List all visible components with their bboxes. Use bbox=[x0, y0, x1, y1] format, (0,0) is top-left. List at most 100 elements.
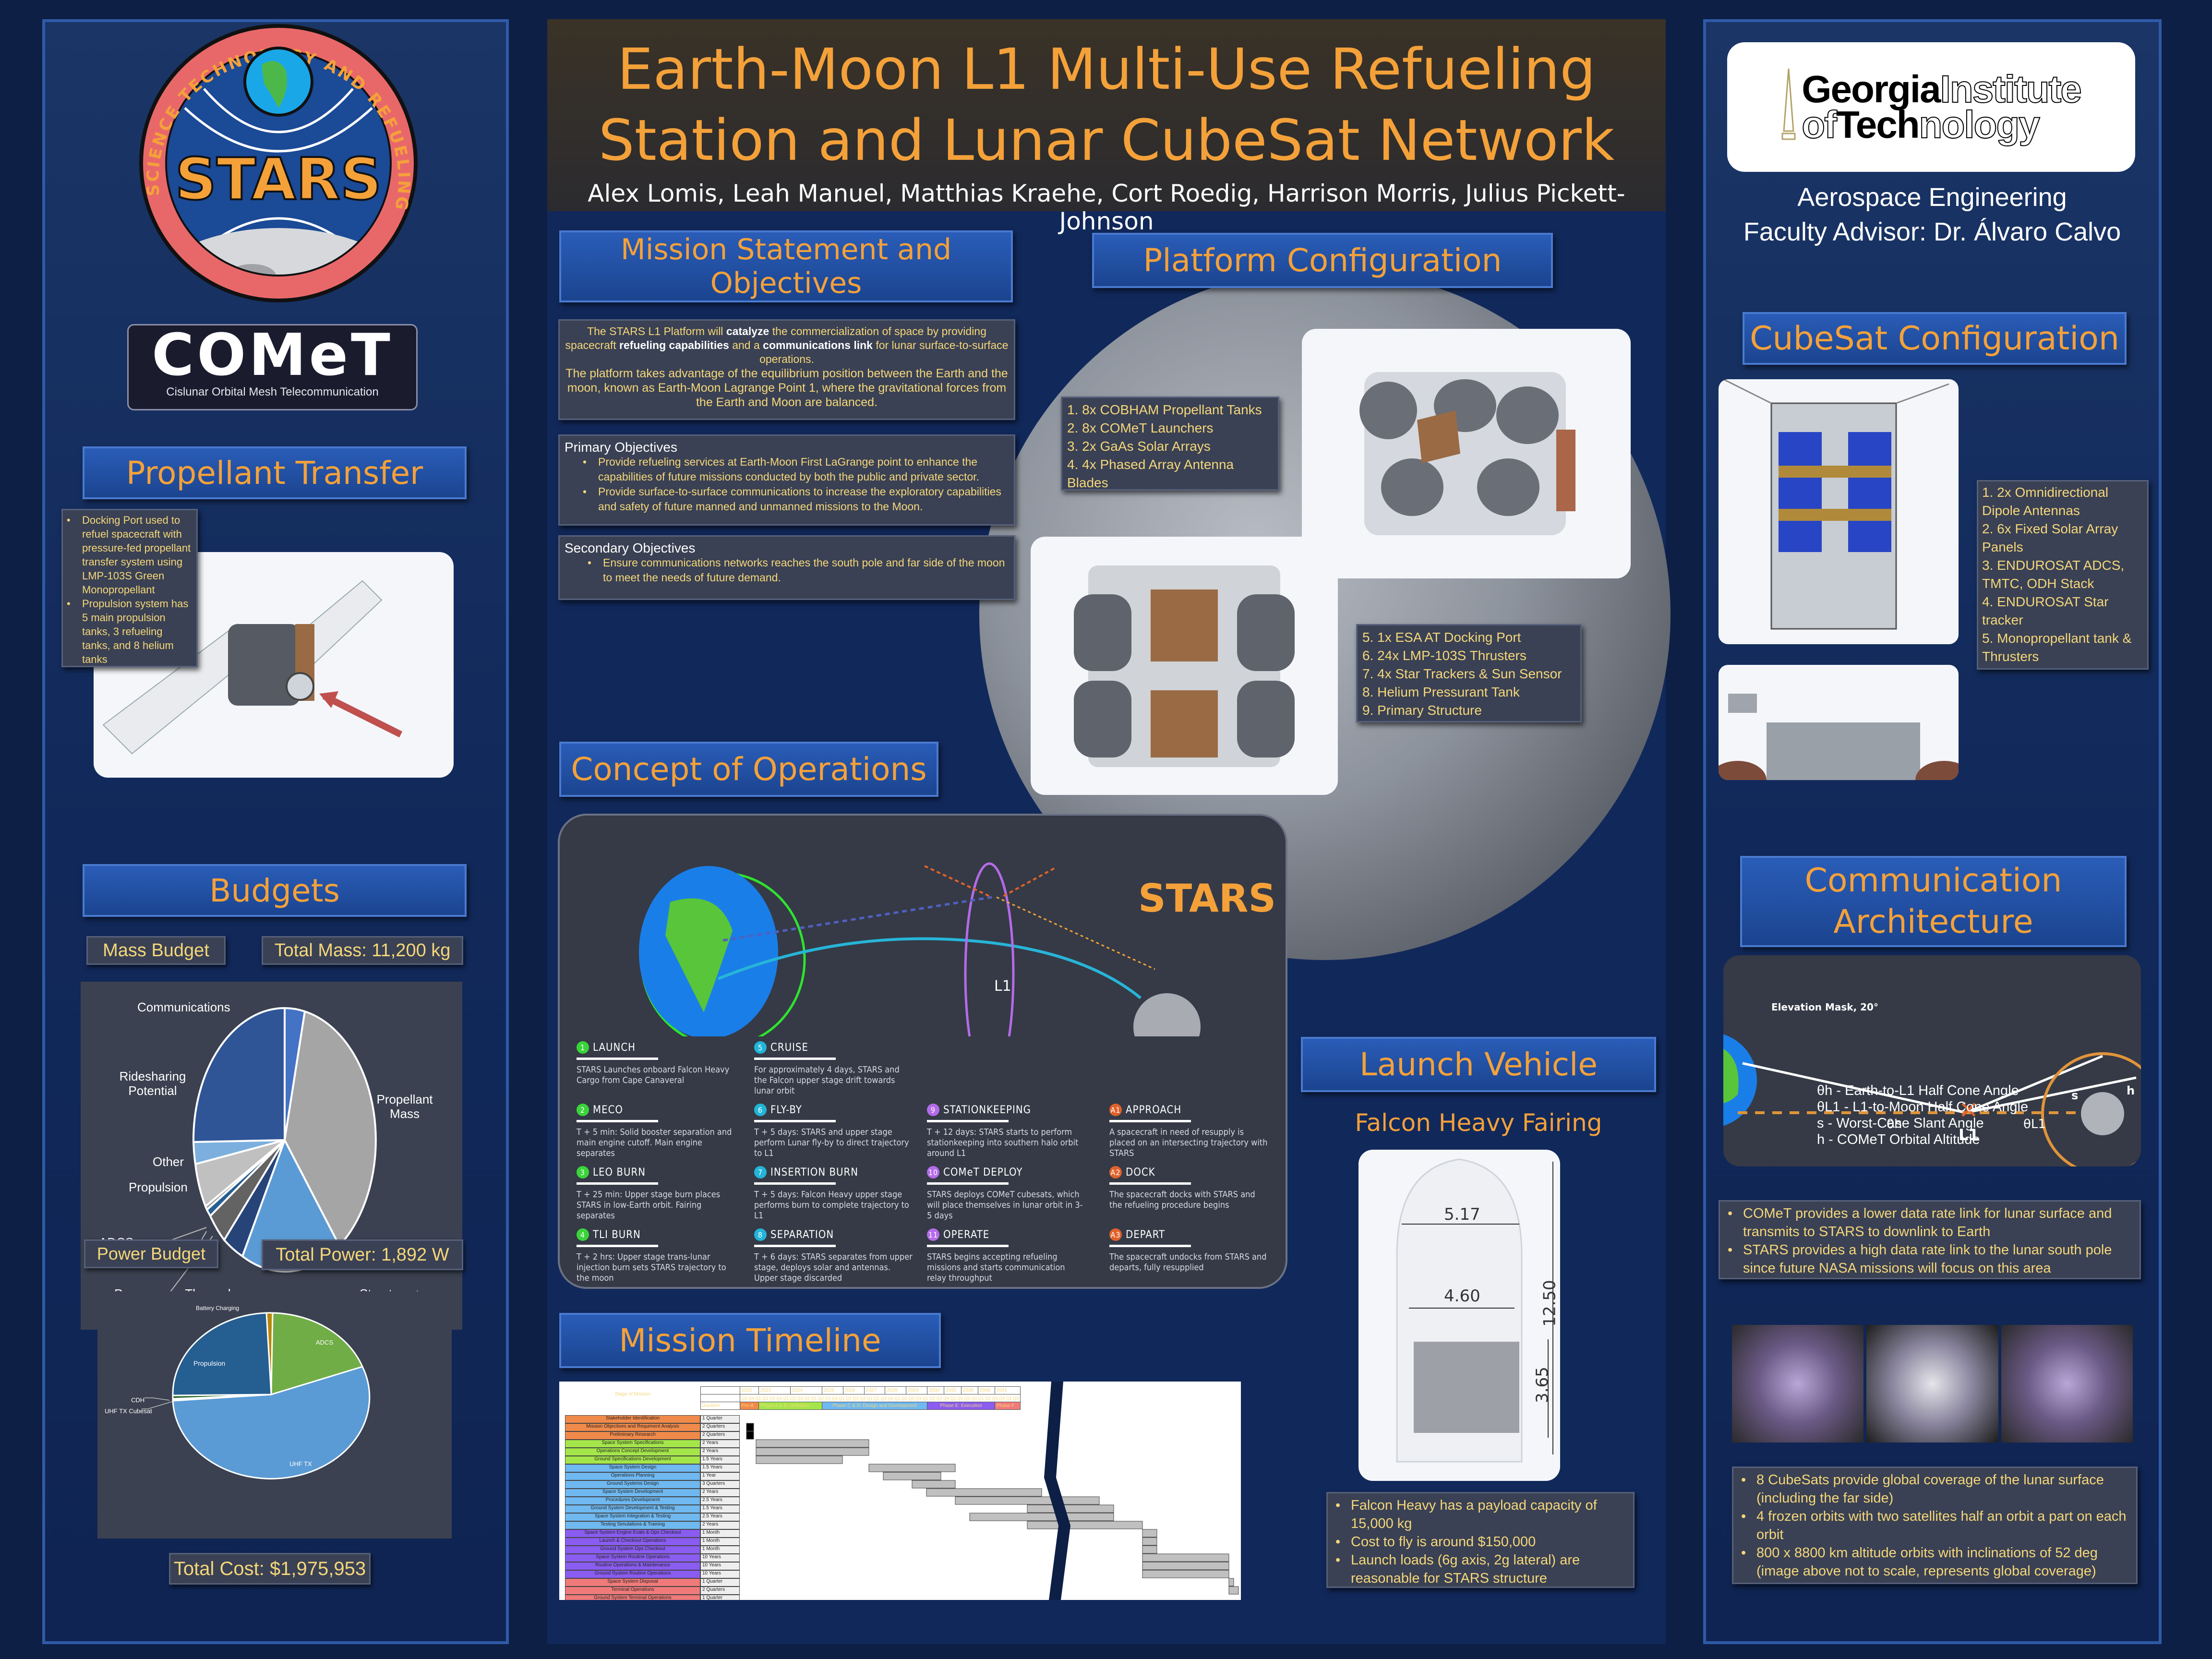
power-label-adcs: ADCS bbox=[316, 1339, 334, 1346]
concept-of-operations-header: Concept of Operations bbox=[559, 742, 938, 797]
platform-render-top bbox=[1302, 329, 1631, 578]
step-number-badge: 1 bbox=[577, 1041, 589, 1054]
h-label: h bbox=[2127, 1084, 2135, 1097]
total-mass-badge: Total Mass: 11,200 kg bbox=[262, 936, 463, 965]
cubesat-list-item: 2. 6x Fixed Solar Array Panels bbox=[1982, 521, 2118, 554]
platform-list-b: 5. 1x ESA AT Docking Port 6. 24x LMP-103… bbox=[1356, 624, 1582, 722]
mission-timeline-header: Mission Timeline bbox=[559, 1313, 941, 1368]
step-number-badge: 9 bbox=[927, 1104, 939, 1116]
coverage-notes: 8 CubeSats provide global coverage of th… bbox=[1732, 1467, 2138, 1584]
cubesat-render-detail bbox=[1719, 665, 1959, 780]
step-number-badge: 7 bbox=[754, 1166, 767, 1178]
gantt-stage: Ground System Ops Checkout bbox=[565, 1546, 700, 1554]
cubesat-list-item: 1. 2x Omnidirectional Dipole Antennas bbox=[1982, 485, 2109, 518]
timeline-break-marker bbox=[1044, 1382, 1070, 1600]
gantt-duration: 2 Years bbox=[700, 1521, 740, 1529]
phase-e: Phase E: Execution bbox=[927, 1402, 995, 1410]
svg-text:✕: ✕ bbox=[1959, 1096, 1979, 1124]
gantt-stage: Operations Planning bbox=[565, 1472, 700, 1480]
gantt-duration: 1 Month bbox=[700, 1546, 740, 1554]
gantt-stage: Space System Integration & Testing bbox=[565, 1513, 700, 1521]
platform-list-item: 3. 2x GaAs Solar Arrays bbox=[1067, 439, 1211, 454]
platform-list-item: 1. 8x COBHAM Propellant Tanks bbox=[1067, 402, 1262, 417]
orbit-render-1 bbox=[1732, 1325, 1864, 1443]
launch-note: Falcon Heavy has a payload capacity of 1… bbox=[1332, 1496, 1629, 1533]
gantt-stage: Routine Operations & Maintenance bbox=[565, 1562, 700, 1570]
phase-a-b: Phase A & B: Definition bbox=[758, 1402, 822, 1410]
spacecraft-render-image bbox=[102, 580, 403, 755]
mission-statement-box: The STARS L1 Platform will catalyze the … bbox=[558, 319, 1015, 420]
theta-l1-label: θL1 bbox=[2023, 1117, 2046, 1131]
gantt-duration: 1.5 Years bbox=[700, 1505, 740, 1513]
cubesat-detail-image bbox=[1719, 694, 1959, 780]
gantt-duration: 2.5 Years bbox=[700, 1497, 740, 1505]
mission-statement-p1: The STARS L1 Platform will catalyze the … bbox=[565, 325, 1009, 365]
step-number-badge: 2 bbox=[577, 1104, 589, 1116]
comet-wordmark: COMeT bbox=[152, 322, 393, 389]
coverage-note: 4 frozen orbits with two satellites half… bbox=[1737, 1507, 2132, 1544]
theta-h-label: θh bbox=[1887, 1117, 1902, 1131]
authors: Alex Lomis, Leah Manuel, Matthias Kraehe… bbox=[588, 180, 1625, 235]
gantt-duration: 1 Month bbox=[700, 1538, 740, 1546]
dim-height: 12.50 bbox=[1540, 1280, 1560, 1327]
comm-legend: θh - Earth-to-L1 Half Cone Angle θL1 - L… bbox=[1817, 1082, 2028, 1148]
gantt-stage: Ground System Terminal Operations bbox=[565, 1595, 700, 1600]
power-budget-chart: Battery Charging ADCS Propulsion CDH UHF… bbox=[97, 1291, 452, 1539]
dim-upper-width: 5.17 bbox=[1444, 1205, 1480, 1224]
gantt-duration: 2 Quarters bbox=[700, 1431, 740, 1440]
platform-cad-image-bottom bbox=[1074, 565, 1295, 767]
step-number-badge: 10 bbox=[927, 1166, 939, 1178]
gantt-duration: 1 Quarter bbox=[700, 1595, 740, 1600]
step-number-badge: 3 bbox=[577, 1166, 589, 1178]
department-text: Aerospace Engineering bbox=[1797, 183, 2067, 212]
gantt-stage: Space System Disposal bbox=[565, 1578, 700, 1587]
launch-note: Cost to fly is around $150,000 bbox=[1332, 1533, 1629, 1551]
secondary-objectives-title: Secondary Objectives bbox=[565, 541, 696, 555]
gantt-duration: 2 Quarters bbox=[700, 1423, 740, 1431]
gantt-duration: 10 Years bbox=[700, 1562, 740, 1570]
gantt-duration: 10 Years bbox=[700, 1570, 740, 1578]
platform-list-item: 2. 8x COMeT Launchers bbox=[1067, 421, 1214, 435]
gantt-stage: Procedures Development bbox=[565, 1497, 700, 1505]
cubesat-list-item: 3. ENDUROSAT ADCS, TMTC, ODH Stack bbox=[1982, 558, 2125, 591]
gantt-row: Space System Engine Evals & Ops Checkout… bbox=[565, 1529, 747, 1538]
cubesat-list-item: 5. Monopropellant tank & Thrusters bbox=[1982, 631, 2132, 664]
l1-label: L1 bbox=[994, 978, 1011, 995]
gantt-stage: Ground System Routine Operations bbox=[565, 1570, 700, 1578]
comm-note: COMeT provides a lower data rate link fo… bbox=[1724, 1204, 2136, 1241]
gantt-duration: 1 Quarter bbox=[700, 1578, 740, 1587]
secondary-objectives-box: Secondary Objectives Ensure communicatio… bbox=[558, 535, 1015, 600]
legend-item: h - COMeT Orbital Altitude bbox=[1817, 1132, 1980, 1147]
launch-vehicle-notes: Falcon Heavy has a payload capacity of 1… bbox=[1326, 1492, 1635, 1588]
phase-c-d: Phase C & D: Design and Development bbox=[821, 1402, 928, 1410]
gantt-stage: Testing Simulations & Training bbox=[565, 1521, 700, 1529]
gantt-duration: 2 Quarters bbox=[700, 1587, 740, 1595]
gantt-duration: 2 Years bbox=[700, 1489, 740, 1497]
legend-item: s - Worst-Case Slant Angle bbox=[1817, 1116, 1984, 1131]
gantt-row: Mission Objectives and Requiment Analysi… bbox=[565, 1423, 747, 1431]
propellant-transfer-notes: Docking Port used to refuel spacecraft w… bbox=[61, 509, 198, 667]
step-number-badge: A3 bbox=[1109, 1228, 1122, 1241]
cubesat-configuration-header: CubeSat Configuration bbox=[1743, 312, 2127, 365]
